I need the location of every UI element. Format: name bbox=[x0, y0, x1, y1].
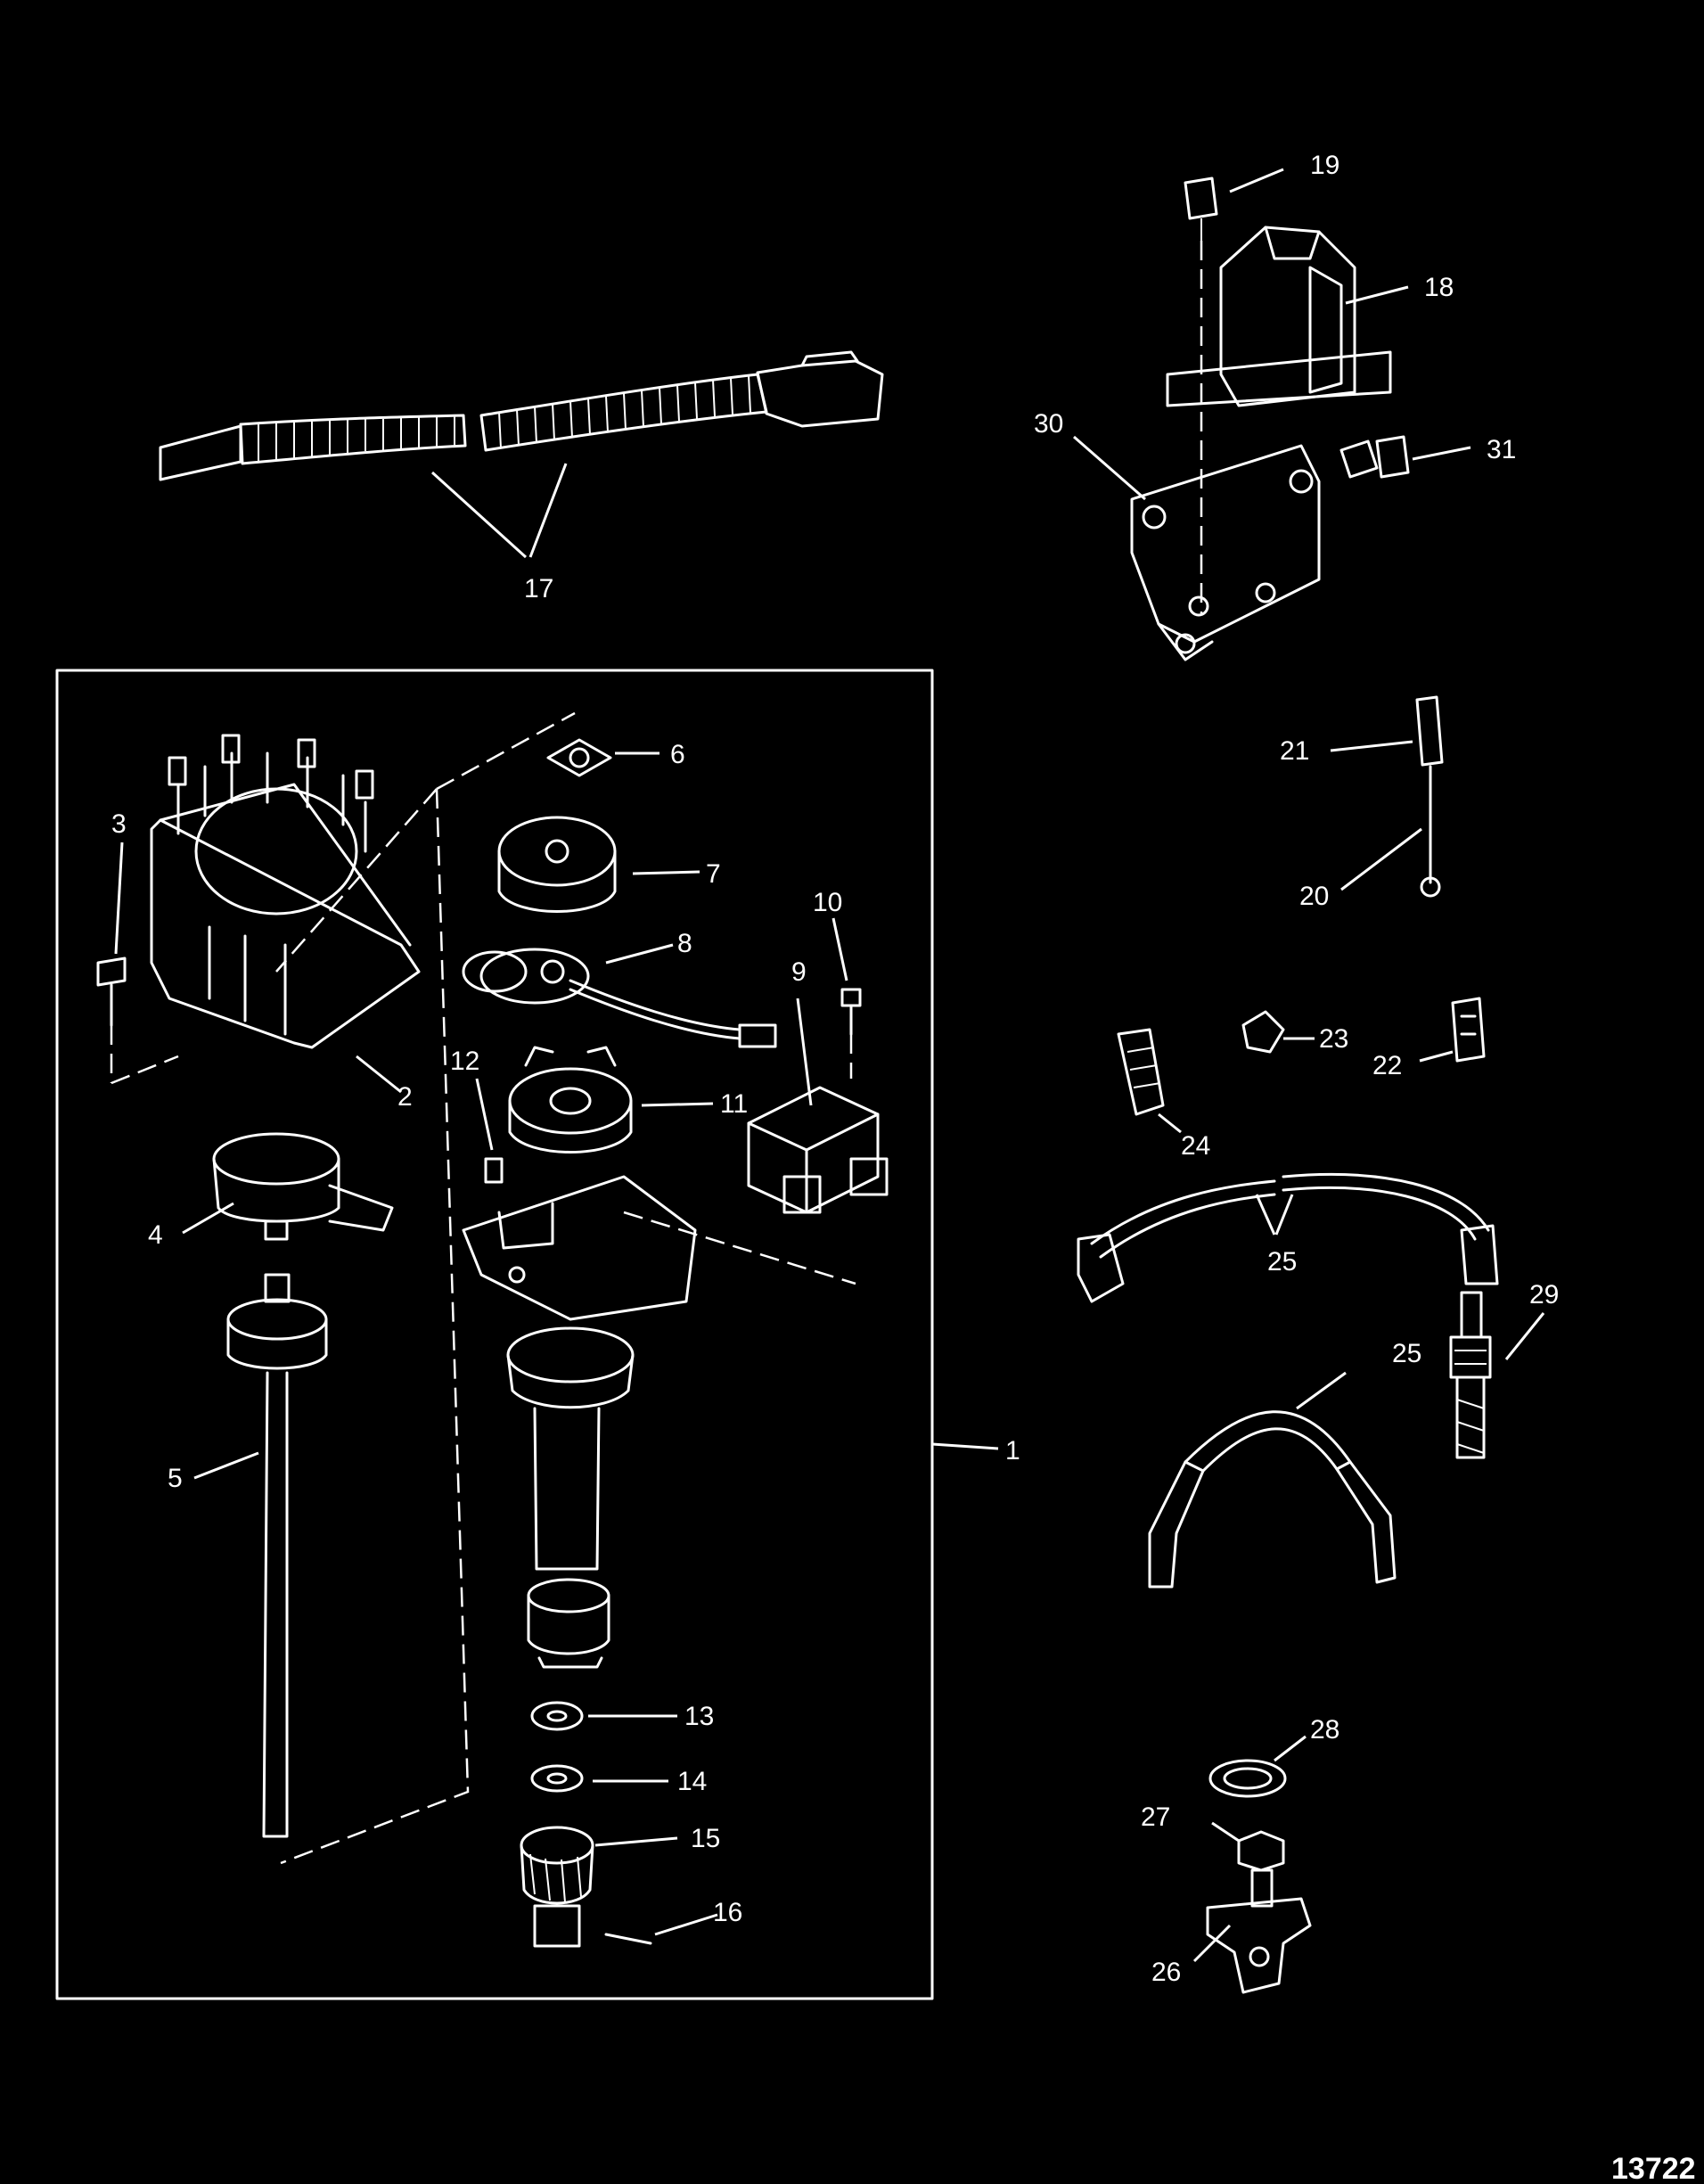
gasket-part bbox=[546, 738, 659, 777]
distributor-cap-part bbox=[150, 734, 421, 1094]
callout-21: 21 bbox=[1280, 736, 1309, 766]
pole-piece-part bbox=[508, 1046, 714, 1154]
spark-plug-wire-upper-part bbox=[1077, 1173, 1499, 1303]
callout-26: 26 bbox=[1151, 1958, 1181, 1987]
terminal-and-wire-part bbox=[1330, 695, 1444, 898]
gear-pin-part bbox=[604, 1913, 718, 1945]
ignition-module-part bbox=[747, 998, 889, 1214]
callout-5: 5 bbox=[168, 1464, 183, 1493]
callout-4: 4 bbox=[148, 1220, 163, 1250]
bracket-26-part bbox=[1192, 1897, 1312, 1994]
wiring-harness-part bbox=[159, 350, 884, 559]
callout-25-upper: 25 bbox=[1267, 1247, 1297, 1277]
callout-18: 18 bbox=[1424, 273, 1454, 302]
rotor-part bbox=[182, 1132, 394, 1241]
callout-17: 17 bbox=[524, 574, 553, 603]
callout-20: 20 bbox=[1299, 882, 1329, 911]
callout-25-lower: 25 bbox=[1392, 1339, 1421, 1368]
callout-9: 9 bbox=[791, 957, 807, 987]
callout-19: 19 bbox=[1310, 151, 1339, 180]
callout-22: 22 bbox=[1372, 1051, 1402, 1080]
washer-13-part bbox=[530, 1701, 677, 1731]
distributor-housing-part bbox=[462, 1175, 856, 1669]
callout-2: 2 bbox=[397, 1082, 413, 1112]
roll-pin-part bbox=[475, 1078, 504, 1184]
callout-11: 11 bbox=[720, 1089, 748, 1119]
callout-13: 13 bbox=[684, 1702, 714, 1731]
callout-7: 7 bbox=[706, 859, 721, 889]
callout-27: 27 bbox=[1141, 1802, 1170, 1832]
callout-31: 31 bbox=[1487, 435, 1516, 464]
callout-6: 6 bbox=[670, 740, 685, 769]
drive-gear-part bbox=[520, 1826, 678, 1948]
callout-12: 12 bbox=[450, 1047, 479, 1076]
callout-30: 30 bbox=[1034, 409, 1063, 439]
wire-separator-23-part bbox=[1241, 1010, 1315, 1054]
callout-10: 10 bbox=[813, 888, 842, 917]
callout-28: 28 bbox=[1310, 1715, 1339, 1745]
callout-8: 8 bbox=[677, 929, 692, 958]
washer-14-part bbox=[530, 1764, 668, 1793]
shield-part bbox=[497, 816, 700, 913]
spark-plug-wire-lower-part bbox=[1148, 1371, 1397, 1589]
pickup-coil-part bbox=[462, 943, 777, 1048]
callout-15: 15 bbox=[691, 1824, 720, 1853]
callout-23: 23 bbox=[1319, 1024, 1348, 1054]
spark-plug-part bbox=[1449, 1291, 1545, 1459]
callout-16: 16 bbox=[713, 1898, 742, 1927]
callout-29: 29 bbox=[1529, 1280, 1559, 1310]
ignition-coil-assembly bbox=[1073, 168, 1471, 661]
washer-28-part bbox=[1208, 1735, 1307, 1798]
wire-retainer-24-part bbox=[1117, 1028, 1182, 1134]
cap-screw-part bbox=[96, 842, 179, 1085]
bolt-27-part bbox=[1211, 1821, 1285, 1908]
callout-1: 1 bbox=[1005, 1436, 1020, 1466]
figure-id: 13722 bbox=[1611, 2152, 1696, 2184]
callout-3: 3 bbox=[111, 809, 127, 839]
housing-dashed-outline bbox=[275, 711, 576, 1865]
callout-14: 14 bbox=[677, 1767, 707, 1796]
callout-24: 24 bbox=[1181, 1131, 1210, 1161]
distributor-assembly-frame bbox=[55, 669, 934, 2000]
module-screw-part bbox=[832, 917, 862, 1079]
distributor-shaft-part bbox=[193, 1273, 328, 1838]
wire-separator-22-part bbox=[1419, 997, 1486, 1063]
